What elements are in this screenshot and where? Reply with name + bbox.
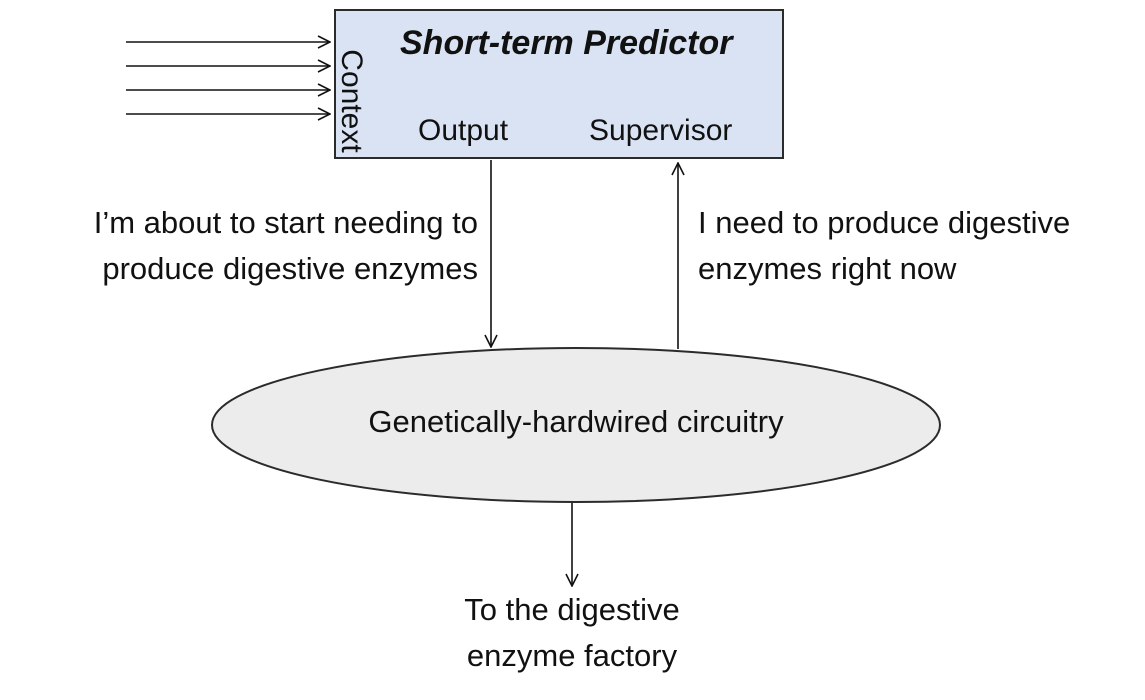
predictor-title: Short-term Predictor <box>400 24 733 62</box>
destination-label: To the digestive enzyme factory <box>400 587 744 679</box>
context-label: Context <box>335 49 368 153</box>
supervisor-port-label: Supervisor <box>589 114 733 147</box>
supervisor-message-line-1: I need to produce digestive <box>698 205 1071 240</box>
output-message-line-1: I’m about to start needing to <box>93 205 478 240</box>
destination-line-1: To the digestive <box>464 592 680 627</box>
short-term-predictor-box <box>334 9 784 159</box>
output-message: I’m about to start needing to produce di… <box>20 200 478 292</box>
circuitry-ellipse <box>211 347 941 503</box>
supervisor-message: I need to produce digestive enzymes righ… <box>698 200 1138 292</box>
output-message-line-2: produce digestive enzymes <box>102 251 478 286</box>
destination-line-2: enzyme factory <box>466 638 678 673</box>
circuitry-label: Genetically-hardwired circuitry <box>368 404 784 439</box>
output-port-label: Output <box>418 114 509 147</box>
supervisor-message-line-2: enzymes right now <box>698 251 957 286</box>
